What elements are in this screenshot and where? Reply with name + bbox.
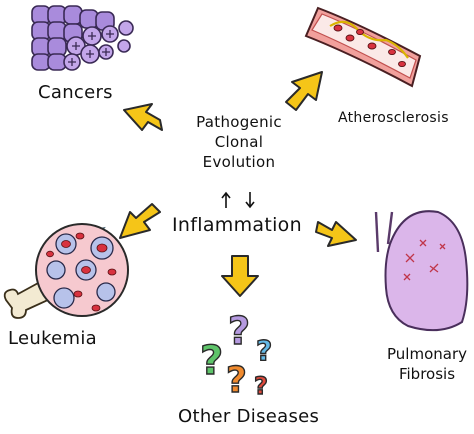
pce-line-3: Evolution xyxy=(202,153,276,171)
question-mark-purple: ? xyxy=(228,309,250,353)
atherosclerosis-label: Atherosclerosis xyxy=(338,110,449,126)
pathogenic-clonal-evolution-label: Pathogenic Clonal Evolution xyxy=(180,112,298,172)
pulmonary-fibrosis-label: Pulmonary Fibrosis xyxy=(384,344,470,384)
pce-line-1: Pathogenic xyxy=(196,113,282,131)
arrow-to-leukemia xyxy=(119,203,161,239)
inflammation-label: Inflammation xyxy=(172,214,302,236)
other-diseases-label: Other Diseases xyxy=(178,406,320,427)
pce-line-2: Clonal xyxy=(214,133,264,151)
artery-illustration xyxy=(304,6,422,88)
leukemia-illustration xyxy=(3,223,129,319)
question-marks-illustration: ? ? ? ? ? xyxy=(199,308,273,401)
cancers-label: Cancers xyxy=(38,82,113,103)
cancer-cells-illustration xyxy=(31,5,134,71)
lung-illustration xyxy=(374,210,469,332)
pulmonary-fibrosis-line-1: Pulmonary xyxy=(387,345,467,363)
question-mark-red: ? xyxy=(254,372,268,400)
arrow-to-pulmonary-fibrosis xyxy=(315,221,357,247)
pulmonary-fibrosis-line-2: Fibrosis xyxy=(398,365,456,383)
arrow-to-cancers xyxy=(123,103,163,131)
bidirectional-arrows xyxy=(221,191,255,209)
arrow-to-other-diseases xyxy=(221,255,259,297)
question-mark-orange: ? xyxy=(226,360,247,401)
question-mark-green: ? xyxy=(200,338,223,384)
arrow-to-atherosclerosis xyxy=(285,71,323,111)
leukemia-label: Leukemia xyxy=(8,328,98,349)
question-mark-blue: ? xyxy=(256,334,272,367)
